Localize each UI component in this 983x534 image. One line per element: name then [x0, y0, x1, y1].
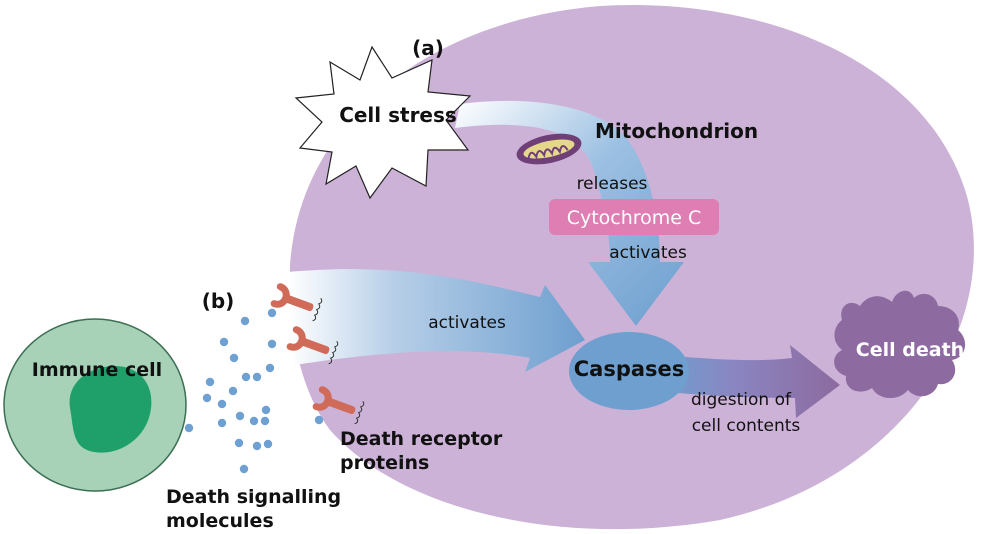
cytochrome-c-box [549, 199, 719, 235]
signal-molecule-icon [229, 353, 239, 363]
signal-molecule-icon [249, 416, 259, 426]
signal-molecule-icon [241, 372, 251, 382]
signal-molecule-icon [267, 339, 277, 349]
signal-molecule-icon [228, 386, 238, 396]
signal-molecule-icon [240, 316, 250, 326]
cell-death-blob-icon [834, 290, 966, 399]
signal-molecule-icon [239, 464, 249, 474]
death-receptor-label-line2: proteins [340, 452, 429, 474]
receptor-pathway-arrow [288, 269, 585, 372]
signal-molecule-icon [205, 377, 215, 387]
digestion-label-line1: digestion of [691, 390, 792, 410]
cytochrome-c-label: Cytochrome C [567, 207, 702, 229]
signal-molecule-icon [235, 411, 245, 421]
caspases-label: Caspases [574, 357, 685, 381]
mitochondrion-label: Mitochondrion [595, 119, 758, 143]
signal-molecule-icon [314, 415, 324, 425]
signal-molecule-icon [265, 363, 275, 373]
cell-death-label: Cell death [856, 339, 964, 361]
signal-molecule-icon [202, 393, 212, 403]
signal-molecule-icon [252, 372, 262, 382]
death-receptor-icon [286, 326, 339, 365]
signal-molecule-icon [217, 418, 227, 428]
signal-molecule-icon [184, 423, 194, 433]
death-receptor-icon [312, 386, 365, 425]
digestion-arrow [660, 345, 840, 418]
stress-pathway-arrow [455, 100, 684, 327]
signal-molecule-icon [234, 438, 244, 448]
part-a-label: (a) [412, 36, 444, 60]
signal-molecules [184, 308, 324, 474]
activates-left-label: activates [428, 313, 506, 333]
signal-molecule-icon [260, 416, 270, 426]
releases-label: releases [577, 174, 648, 194]
part-b-label: (b) [202, 289, 235, 313]
signal-molecules-label-line2: molecules [166, 510, 274, 532]
signal-molecule-icon [267, 308, 277, 318]
signal-molecules-label-line1: Death signalling [166, 486, 341, 508]
signal-molecule-icon [263, 439, 273, 449]
cell-stress-label: Cell stress [339, 103, 457, 127]
immune-cell-label: Immune cell [32, 359, 162, 381]
immune-cell-nucleus [69, 366, 152, 453]
caspases-node [569, 332, 689, 410]
digestion-label-line2: cell contents [692, 416, 801, 436]
mitochondrion-icon [516, 133, 582, 165]
signal-molecule-icon [217, 399, 227, 409]
signal-molecule-icon [219, 337, 229, 347]
signal-molecule-icon [252, 441, 262, 451]
signal-molecule-icon [261, 405, 271, 415]
cell-stress-burst-icon [294, 45, 472, 200]
death-receptor-label-line1: Death receptor [340, 428, 503, 450]
activates-top-label: activates [609, 243, 687, 263]
death-receptor-icon [270, 283, 323, 322]
